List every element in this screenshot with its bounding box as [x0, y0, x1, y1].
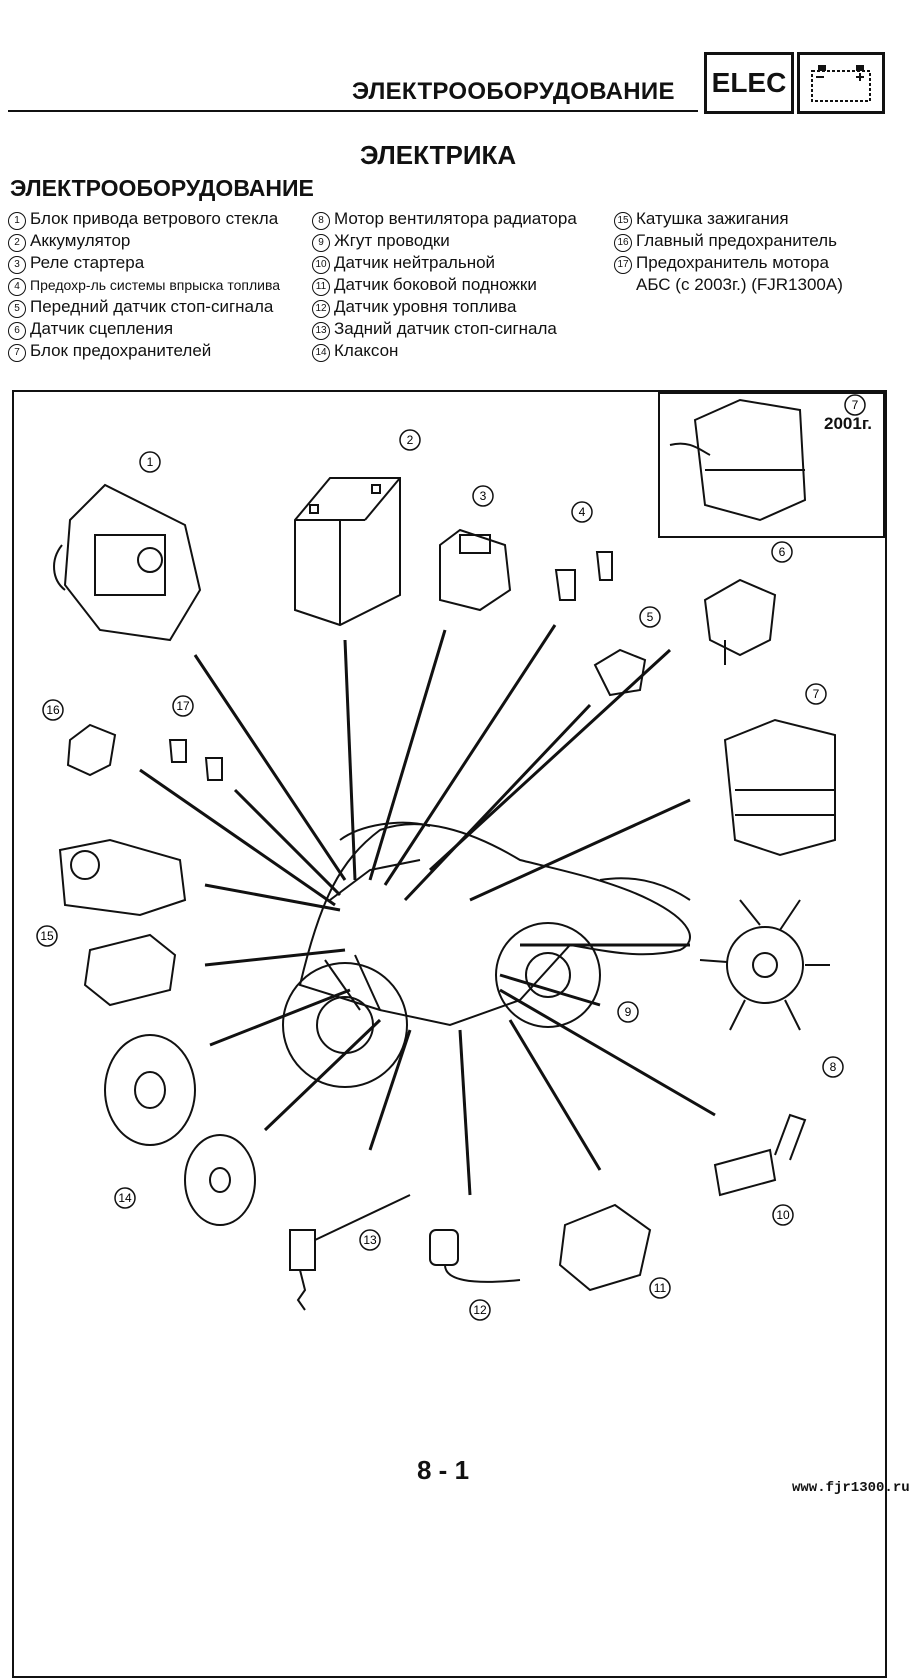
clutch-switch — [703, 578, 777, 665]
ignition-coil — [58, 838, 187, 1007]
callout-markers: 1 2 3 4 5 6 7 7 8 9 10 11 12 13 14 15 16… — [36, 394, 866, 1321]
leader-lines — [139, 624, 716, 1196]
page-title: ЭЛЕКТРИКА — [360, 140, 517, 170]
svg-text:6: 6 — [779, 545, 786, 559]
svg-text:9: 9 — [625, 1005, 632, 1019]
callout-11: 11 — [649, 1277, 671, 1299]
site-watermark: www.fjr1300.ru — [792, 1480, 910, 1496]
svg-text:2: 2 — [407, 433, 414, 447]
battery-component — [294, 477, 401, 627]
battery-icon — [797, 52, 885, 114]
svg-text:14: 14 — [118, 1191, 132, 1205]
elec-badge: ELEC — [704, 52, 794, 114]
svg-text:5: 5 — [647, 610, 654, 624]
svg-text:11: 11 — [654, 1281, 667, 1295]
motorcycle-illustration — [282, 821, 691, 1088]
abs-motor-fuse — [168, 739, 223, 781]
front-brake-switch — [593, 648, 647, 697]
header-rule — [8, 110, 698, 112]
fuse-box-component — [723, 718, 836, 857]
callout-1: 1 — [139, 451, 161, 473]
svg-text:4: 4 — [579, 505, 586, 519]
callout-7-inset: 7 — [844, 394, 866, 416]
callout-16: 16 — [42, 699, 64, 721]
legend-item: АБС (с 2003г.) (FJR1300A) — [636, 275, 843, 294]
callout-9: 9 — [617, 1001, 639, 1023]
svg-text:8: 8 — [830, 1060, 837, 1074]
callout-13: 13 — [359, 1229, 381, 1251]
section-title: ЭЛЕКТРООБОРУДОВАНИЕ — [10, 175, 314, 201]
callout-12: 12 — [469, 1299, 491, 1321]
callout-8: 8 — [822, 1056, 844, 1078]
svg-text:17: 17 — [176, 699, 190, 713]
svg-text:16: 16 — [46, 703, 60, 717]
svg-text:1: 1 — [147, 455, 154, 469]
callout-14: 14 — [114, 1187, 136, 1209]
callout-2: 2 — [399, 429, 421, 451]
sidestand-switch — [558, 1203, 652, 1292]
svg-text:13: 13 — [363, 1233, 377, 1247]
fuse-box-2001-component — [669, 398, 807, 522]
callout-7: 7 — [805, 683, 827, 705]
svg-text:3: 3 — [480, 489, 487, 503]
svg-text:7: 7 — [852, 398, 859, 412]
svg-text:7: 7 — [813, 687, 820, 701]
rear-brake-switch — [289, 1194, 411, 1311]
fuse-box-2001-inset — [658, 392, 885, 538]
svg-text:10: 10 — [776, 1208, 790, 1222]
callout-15: 15 — [36, 925, 58, 947]
starter-relay — [439, 528, 512, 612]
diagram-frame — [12, 390, 887, 1678]
windscreen-drive-unit — [53, 483, 202, 642]
callout-4: 4 — [571, 501, 593, 523]
neutral-switch — [713, 1113, 807, 1197]
page-number: 8 - 1 — [417, 1455, 470, 1485]
radiator-fan — [699, 899, 830, 1031]
callout-6: 6 — [771, 541, 793, 563]
header-section-title: ЭЛЕКТРООБОРУДОВАНИЕ — [352, 78, 675, 105]
callout-3: 3 — [472, 485, 494, 507]
callout-5: 5 — [639, 606, 661, 628]
fuel-level-sensor — [429, 1229, 521, 1283]
horn-component — [104, 1034, 256, 1226]
callout-17: 17 — [172, 695, 194, 717]
callout-10: 10 — [772, 1204, 794, 1226]
main-fuse — [66, 723, 117, 777]
inset-year: 2001г. — [824, 414, 872, 433]
svg-text:15: 15 — [40, 929, 54, 943]
svg-text:12: 12 — [473, 1303, 487, 1317]
fuel-injection-fuse — [554, 551, 613, 601]
wiring-diagram: 1 2 3 4 5 6 7 7 8 9 10 11 12 13 14 15 16… — [36, 394, 866, 1321]
